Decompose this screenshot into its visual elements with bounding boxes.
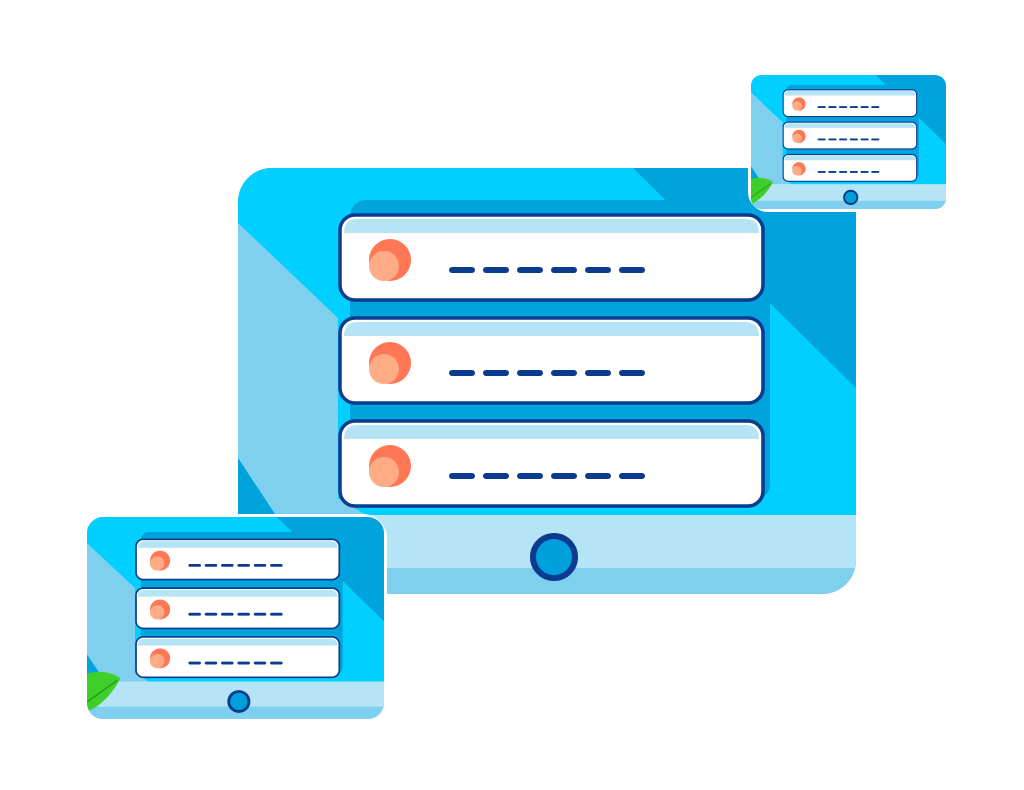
row-stripe bbox=[344, 322, 759, 336]
home-button-icon bbox=[530, 533, 578, 581]
tablet-svg bbox=[87, 517, 384, 719]
avatar-dot-highlight bbox=[369, 354, 399, 384]
tablet-body bbox=[87, 517, 384, 719]
list-row bbox=[338, 316, 765, 405]
bottom-bar-shade bbox=[87, 706, 384, 719]
tablet-svg bbox=[238, 168, 856, 594]
leaf-icon bbox=[751, 177, 774, 204]
avatar-dot-highlight bbox=[149, 605, 165, 620]
tablet-svg bbox=[751, 75, 946, 209]
avatar-dot-highlight bbox=[792, 133, 802, 143]
avatar-dot-highlight bbox=[149, 556, 165, 571]
row-card bbox=[782, 121, 918, 150]
tablet-main bbox=[238, 168, 856, 594]
leaf-vein bbox=[87, 680, 118, 703]
row-card bbox=[782, 154, 918, 182]
home-button-icon bbox=[843, 189, 859, 205]
avatar-dot-highlight bbox=[792, 101, 802, 111]
list-row bbox=[338, 213, 765, 302]
avatar-dot-highlight bbox=[369, 457, 399, 487]
row-card bbox=[135, 587, 341, 630]
list-row bbox=[135, 636, 341, 679]
avatar-dot-highlight bbox=[369, 251, 399, 281]
home-button-icon bbox=[227, 690, 251, 713]
list-row bbox=[135, 538, 341, 581]
tablet-small-bottom-left bbox=[84, 514, 387, 722]
row-card bbox=[782, 89, 918, 118]
row-stripe bbox=[137, 638, 338, 646]
row-stripe bbox=[784, 155, 916, 161]
list-row bbox=[782, 89, 918, 118]
leaf-icon bbox=[87, 671, 121, 712]
screen-diagonal bbox=[238, 223, 498, 594]
screen-diagonal bbox=[751, 92, 834, 209]
row-stripe bbox=[137, 541, 338, 548]
row-card bbox=[338, 316, 765, 405]
row-card bbox=[338, 419, 765, 508]
list-row bbox=[782, 154, 918, 182]
avatar-dot-highlight bbox=[792, 165, 802, 176]
leaf-vein bbox=[751, 183, 771, 199]
row-card bbox=[338, 213, 765, 302]
row-stripe bbox=[137, 590, 338, 597]
row-stripe bbox=[344, 425, 759, 439]
tablet-small-top-right bbox=[748, 72, 949, 212]
list-row bbox=[338, 419, 765, 508]
row-stripe bbox=[344, 219, 759, 233]
list-row bbox=[782, 121, 918, 150]
row-card bbox=[135, 636, 341, 679]
tablet-body bbox=[238, 168, 856, 594]
screen-diagonal bbox=[87, 543, 212, 719]
avatar-dot-highlight bbox=[149, 654, 165, 669]
bottom-bar-shade bbox=[751, 200, 946, 209]
tablet-body bbox=[751, 75, 946, 209]
list-row bbox=[135, 587, 341, 630]
row-card bbox=[135, 538, 341, 581]
row-stripe bbox=[784, 91, 916, 96]
row-stripe bbox=[784, 123, 916, 128]
